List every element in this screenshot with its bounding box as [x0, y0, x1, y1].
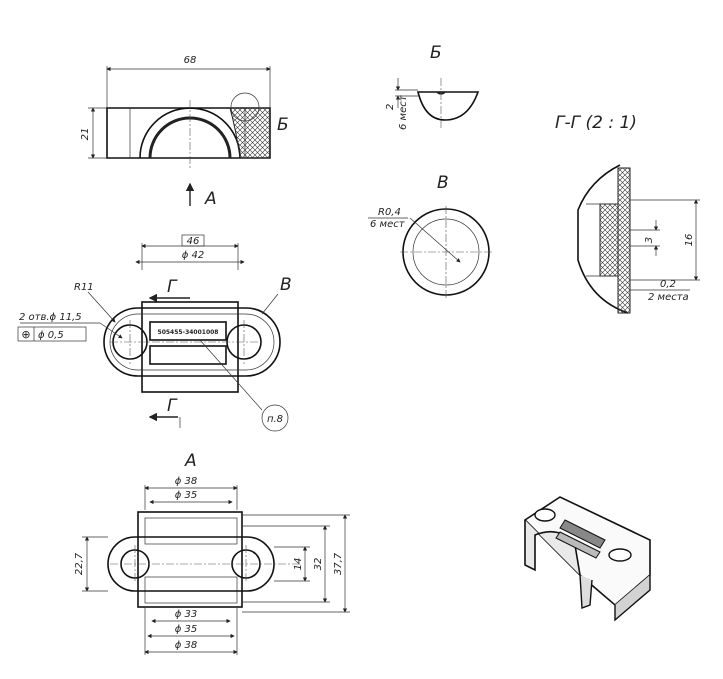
top-width-dim: 68	[184, 55, 197, 66]
h-227: 22,7	[74, 552, 85, 575]
item-ref: п.8	[267, 414, 283, 425]
view-a-arrow-label: А	[204, 189, 217, 209]
section-dim-02-note: 2 места	[648, 292, 689, 303]
detail-v-radius: R0,4	[378, 207, 401, 218]
section-g-bottom: Г	[167, 396, 178, 416]
span-dim: 46	[187, 236, 200, 247]
section-g-top: Г	[167, 277, 178, 297]
radius-label: R11	[74, 282, 94, 293]
h-32: 32	[313, 558, 324, 571]
callout-v: В	[280, 275, 292, 295]
front-view: 46 ϕ 42 Г Г 505455-34001008 R11 2 отв.ϕ …	[17, 234, 292, 432]
h-14: 14	[293, 558, 304, 571]
section-gg: Г-Г (2 : 1) 16 3 0,2 2 места	[555, 113, 700, 314]
callout-b: Б	[277, 115, 289, 135]
marking-text: 505455-34001008	[158, 329, 219, 336]
detail-b: Б 2 6 мест	[385, 43, 480, 130]
section-dim-16: 16	[684, 234, 695, 247]
section-dim-3: 3	[644, 237, 655, 243]
d33-bottom: ϕ 33	[175, 609, 198, 620]
position-tol-value: ϕ 0,5	[38, 330, 64, 341]
isometric-view	[523, 496, 651, 622]
view-a: А ϕ 38 ϕ 35 22,7 14 32 37,7	[74, 451, 350, 655]
bore-dim: ϕ 42	[182, 250, 205, 261]
position-tol-symbol: ⊕	[21, 328, 30, 341]
d35-top: ϕ 35	[175, 490, 198, 501]
d38-top: ϕ 38	[175, 476, 198, 487]
detail-b-dim: 2	[385, 104, 396, 110]
section-gg-title: Г-Г (2 : 1)	[555, 113, 637, 133]
detail-b-title: Б	[430, 43, 442, 63]
view-a-title: А	[184, 451, 197, 471]
d38-bottom: ϕ 38	[175, 640, 198, 651]
top-height-dim: 21	[80, 128, 91, 141]
detail-v: В R0,4 6 мест	[368, 173, 492, 298]
section-dim-02: 0,2	[660, 279, 676, 290]
detail-v-title: В	[437, 173, 449, 193]
d35-bottom: ϕ 35	[175, 624, 198, 635]
holes-note: 2 отв.ϕ 11,5	[19, 312, 82, 323]
top-view: 68 21 Б А	[80, 55, 289, 209]
h-377: 37,7	[333, 552, 344, 575]
detail-b-note: 6 мест	[398, 94, 409, 130]
detail-v-note: 6 мест	[370, 219, 406, 230]
